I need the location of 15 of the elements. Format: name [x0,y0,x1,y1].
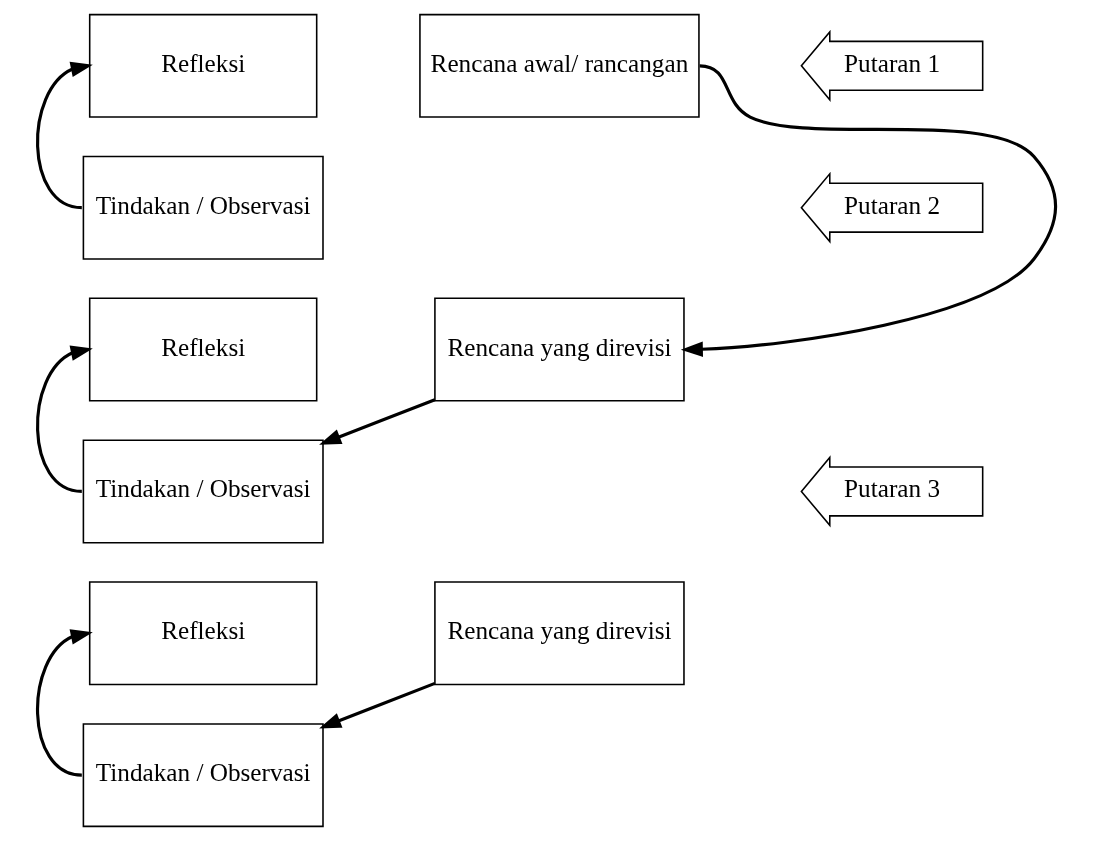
arrow [36,345,93,493]
node-box: Refleksi [88,297,318,402]
node-box: Refleksi [88,581,318,686]
node-box: Tindakan / Observasi [82,439,324,544]
node-box: Tindakan / Observasi [82,155,324,260]
arrow [680,64,1057,357]
arrow [319,398,436,445]
node-box: Rencana awal/ rancangan [419,13,700,118]
node-box: Tindakan / Observasi [82,723,324,828]
arrow [36,629,93,777]
arrow [319,681,436,729]
node-box: Refleksi [88,13,318,118]
node-box: Rencana yang direvisi [434,581,685,686]
node-box: Rencana yang direvisi [434,297,685,402]
arrow [36,61,93,210]
